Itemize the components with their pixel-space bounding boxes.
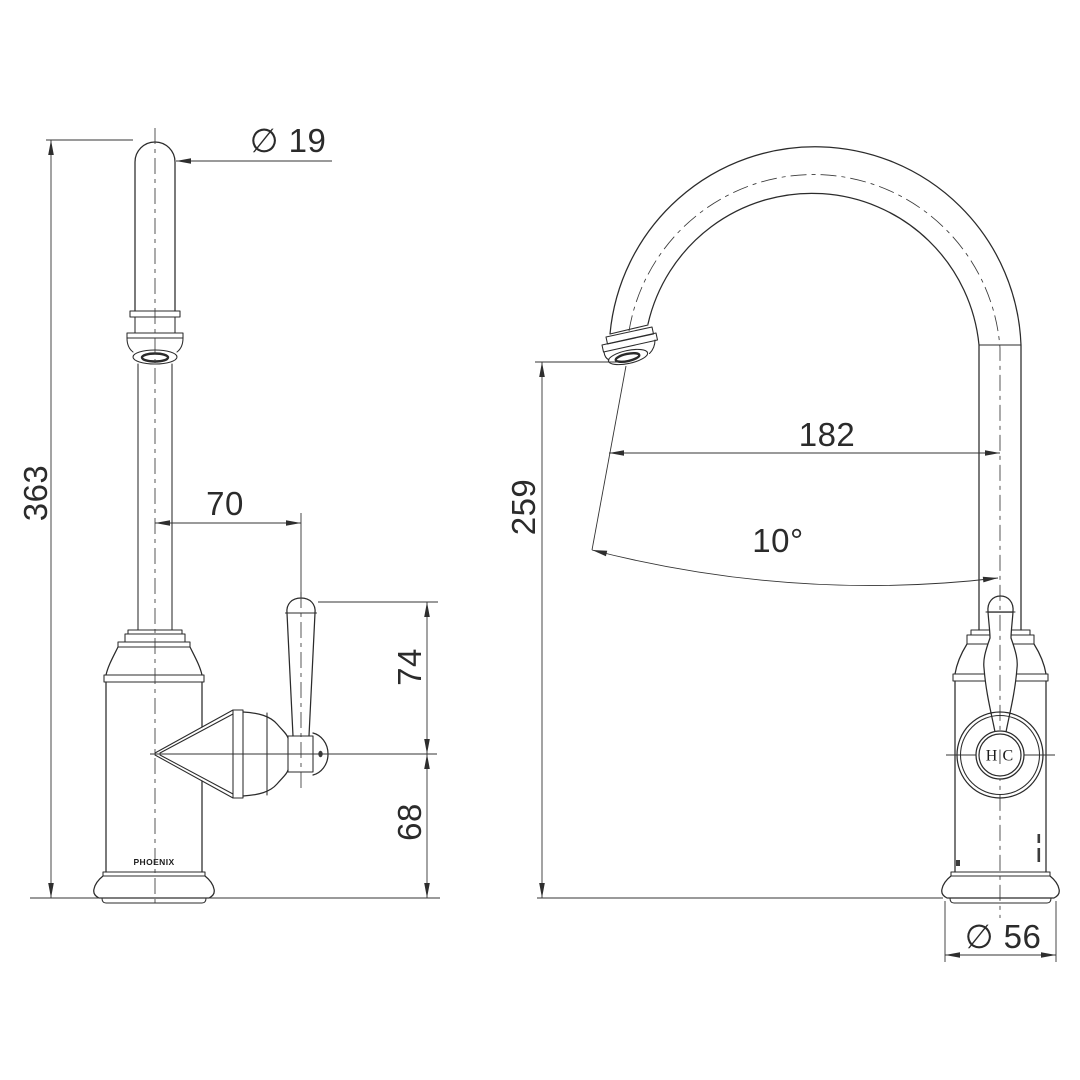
front-lever-cap bbox=[987, 595, 1014, 613]
extension-slant-line bbox=[591, 365, 627, 551]
base-lip bbox=[101, 897, 207, 904]
side-view-dimensions: 363 ∅ 19 70 74 68 bbox=[17, 122, 440, 899]
brand-logo: PHOENIX bbox=[133, 857, 174, 867]
side-view: PHOENIX bbox=[93, 128, 437, 908]
arrow-68-top bbox=[424, 754, 430, 769]
arrow-363-bottom bbox=[48, 883, 54, 898]
dim-line-259 bbox=[535, 361, 943, 899]
front-view-dimensions: 259 182 10° ∅ 56 bbox=[505, 361, 1057, 962]
dim-line-74 bbox=[318, 601, 438, 754]
arrow-259-bottom bbox=[539, 883, 545, 898]
arrow-d56-right bbox=[1041, 952, 1056, 958]
front-bell bbox=[954, 643, 1047, 675]
spout-pipe-segment bbox=[134, 316, 176, 334]
front-cylinder bbox=[954, 680, 1047, 873]
arrow-d19 bbox=[176, 158, 191, 164]
arrow-10-left bbox=[592, 550, 608, 557]
aerator-face bbox=[607, 348, 649, 366]
angle-arc-10 bbox=[591, 549, 999, 587]
dim-line-363 bbox=[30, 139, 440, 899]
bell-ring bbox=[103, 674, 205, 683]
gooseneck-outer bbox=[609, 146, 1022, 631]
dim-text-68: 68 bbox=[391, 803, 428, 841]
body-etch-mark-1 bbox=[1037, 834, 1041, 843]
base-skirt bbox=[93, 875, 215, 899]
aerator-face-inner bbox=[614, 351, 641, 364]
dim-text-363: 363 bbox=[17, 465, 54, 522]
indicator-disc-inner2 bbox=[978, 733, 1022, 777]
body-bell bbox=[105, 646, 203, 676]
arrow-74-top bbox=[424, 602, 430, 617]
aerator-nut-flare bbox=[126, 337, 184, 353]
dim-text-d19: ∅ 19 bbox=[250, 122, 327, 159]
arrow-10-right bbox=[982, 576, 998, 583]
arrow-68-bottom bbox=[424, 883, 430, 898]
dim-text-182: 182 bbox=[799, 416, 856, 453]
dim-text-70: 70 bbox=[206, 485, 244, 522]
lever-side bbox=[286, 612, 316, 737]
gooseneck-inner bbox=[647, 192, 980, 631]
front-base-lip bbox=[949, 897, 1052, 904]
front-centerline bbox=[628, 174, 1001, 918]
base-step bbox=[102, 871, 206, 877]
body-etch-mark-2 bbox=[1037, 848, 1041, 862]
aerator-nut-top bbox=[126, 332, 184, 339]
arrow-70-right bbox=[286, 520, 301, 526]
dim-text-10deg: 10° bbox=[752, 522, 803, 559]
dim-text-74: 74 bbox=[391, 648, 428, 686]
dim-line-70 bbox=[155, 513, 302, 597]
front-base-step bbox=[950, 871, 1051, 877]
dim-text-d56: ∅ 56 bbox=[965, 918, 1042, 955]
riser-tube bbox=[137, 363, 173, 631]
spout-collar-2 bbox=[601, 332, 659, 353]
front-view: H|C bbox=[601, 146, 1060, 918]
dim-text-259: 259 bbox=[505, 479, 542, 536]
body-etch-mark-3 bbox=[956, 860, 960, 866]
arrow-182-right bbox=[985, 450, 1000, 456]
arrow-d56-left bbox=[945, 952, 960, 958]
arrow-74-bottom bbox=[424, 739, 430, 754]
arrow-259-top bbox=[539, 362, 545, 377]
hot-cold-indicator: H|C bbox=[986, 748, 1014, 765]
arrow-182-left bbox=[609, 450, 624, 456]
body-cylinder bbox=[105, 681, 203, 873]
front-base-skirt bbox=[941, 875, 1060, 899]
dim-line-d56 bbox=[944, 901, 1057, 962]
arrow-363-top bbox=[48, 140, 54, 155]
valve-cap bbox=[242, 711, 289, 797]
arrow-70-left bbox=[155, 520, 170, 526]
valve-cone bbox=[154, 709, 234, 799]
collar-ring-3 bbox=[117, 641, 191, 648]
